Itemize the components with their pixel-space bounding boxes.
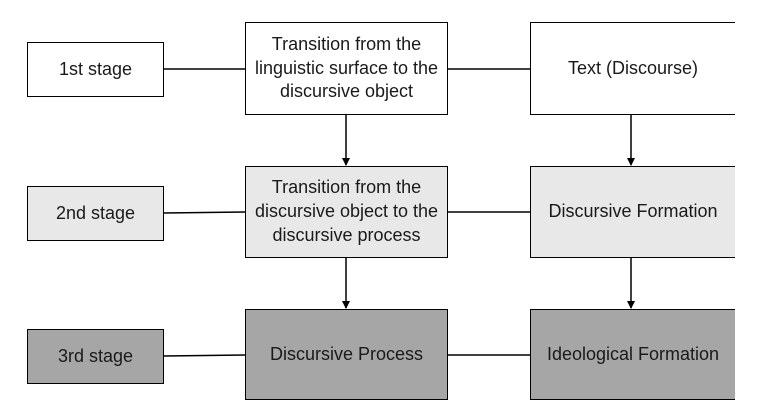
text-discourse-box: Text (Discourse) xyxy=(530,22,735,115)
transition-surface-to-object-box: Transition from the linguistic surface t… xyxy=(245,22,448,115)
stage-3-label: 3rd stage xyxy=(57,345,134,366)
discursive-process-label: Discursive Process xyxy=(269,343,424,364)
discursive-formation-label: Discursive Formation xyxy=(548,201,718,222)
connector-stage2-mid2 xyxy=(163,211,246,214)
stage-2-box: 2nd stage xyxy=(27,186,164,241)
transition-object-to-process-label: Transition from the discursive object to… xyxy=(254,177,439,245)
discursive-process-box: Discursive Process xyxy=(245,309,448,400)
transition-object-to-process-box: Transition from the discursive object to… xyxy=(245,166,448,258)
ideological-formation-label: Ideological Formation xyxy=(546,343,720,364)
stage-1-label: 1st stage xyxy=(58,58,133,79)
stage-2-label: 2nd stage xyxy=(55,202,136,223)
text-discourse-label: Text (Discourse) xyxy=(567,57,699,78)
connector-stage3-mid3 xyxy=(163,354,246,357)
discursive-formation-box: Discursive Formation xyxy=(530,166,735,258)
stage-1-box: 1st stage xyxy=(27,42,164,97)
transition-surface-to-object-label: Transition from the linguistic surface t… xyxy=(254,33,439,102)
stage-3-box: 3rd stage xyxy=(27,329,164,384)
ideological-formation-box: Ideological Formation xyxy=(530,309,735,400)
